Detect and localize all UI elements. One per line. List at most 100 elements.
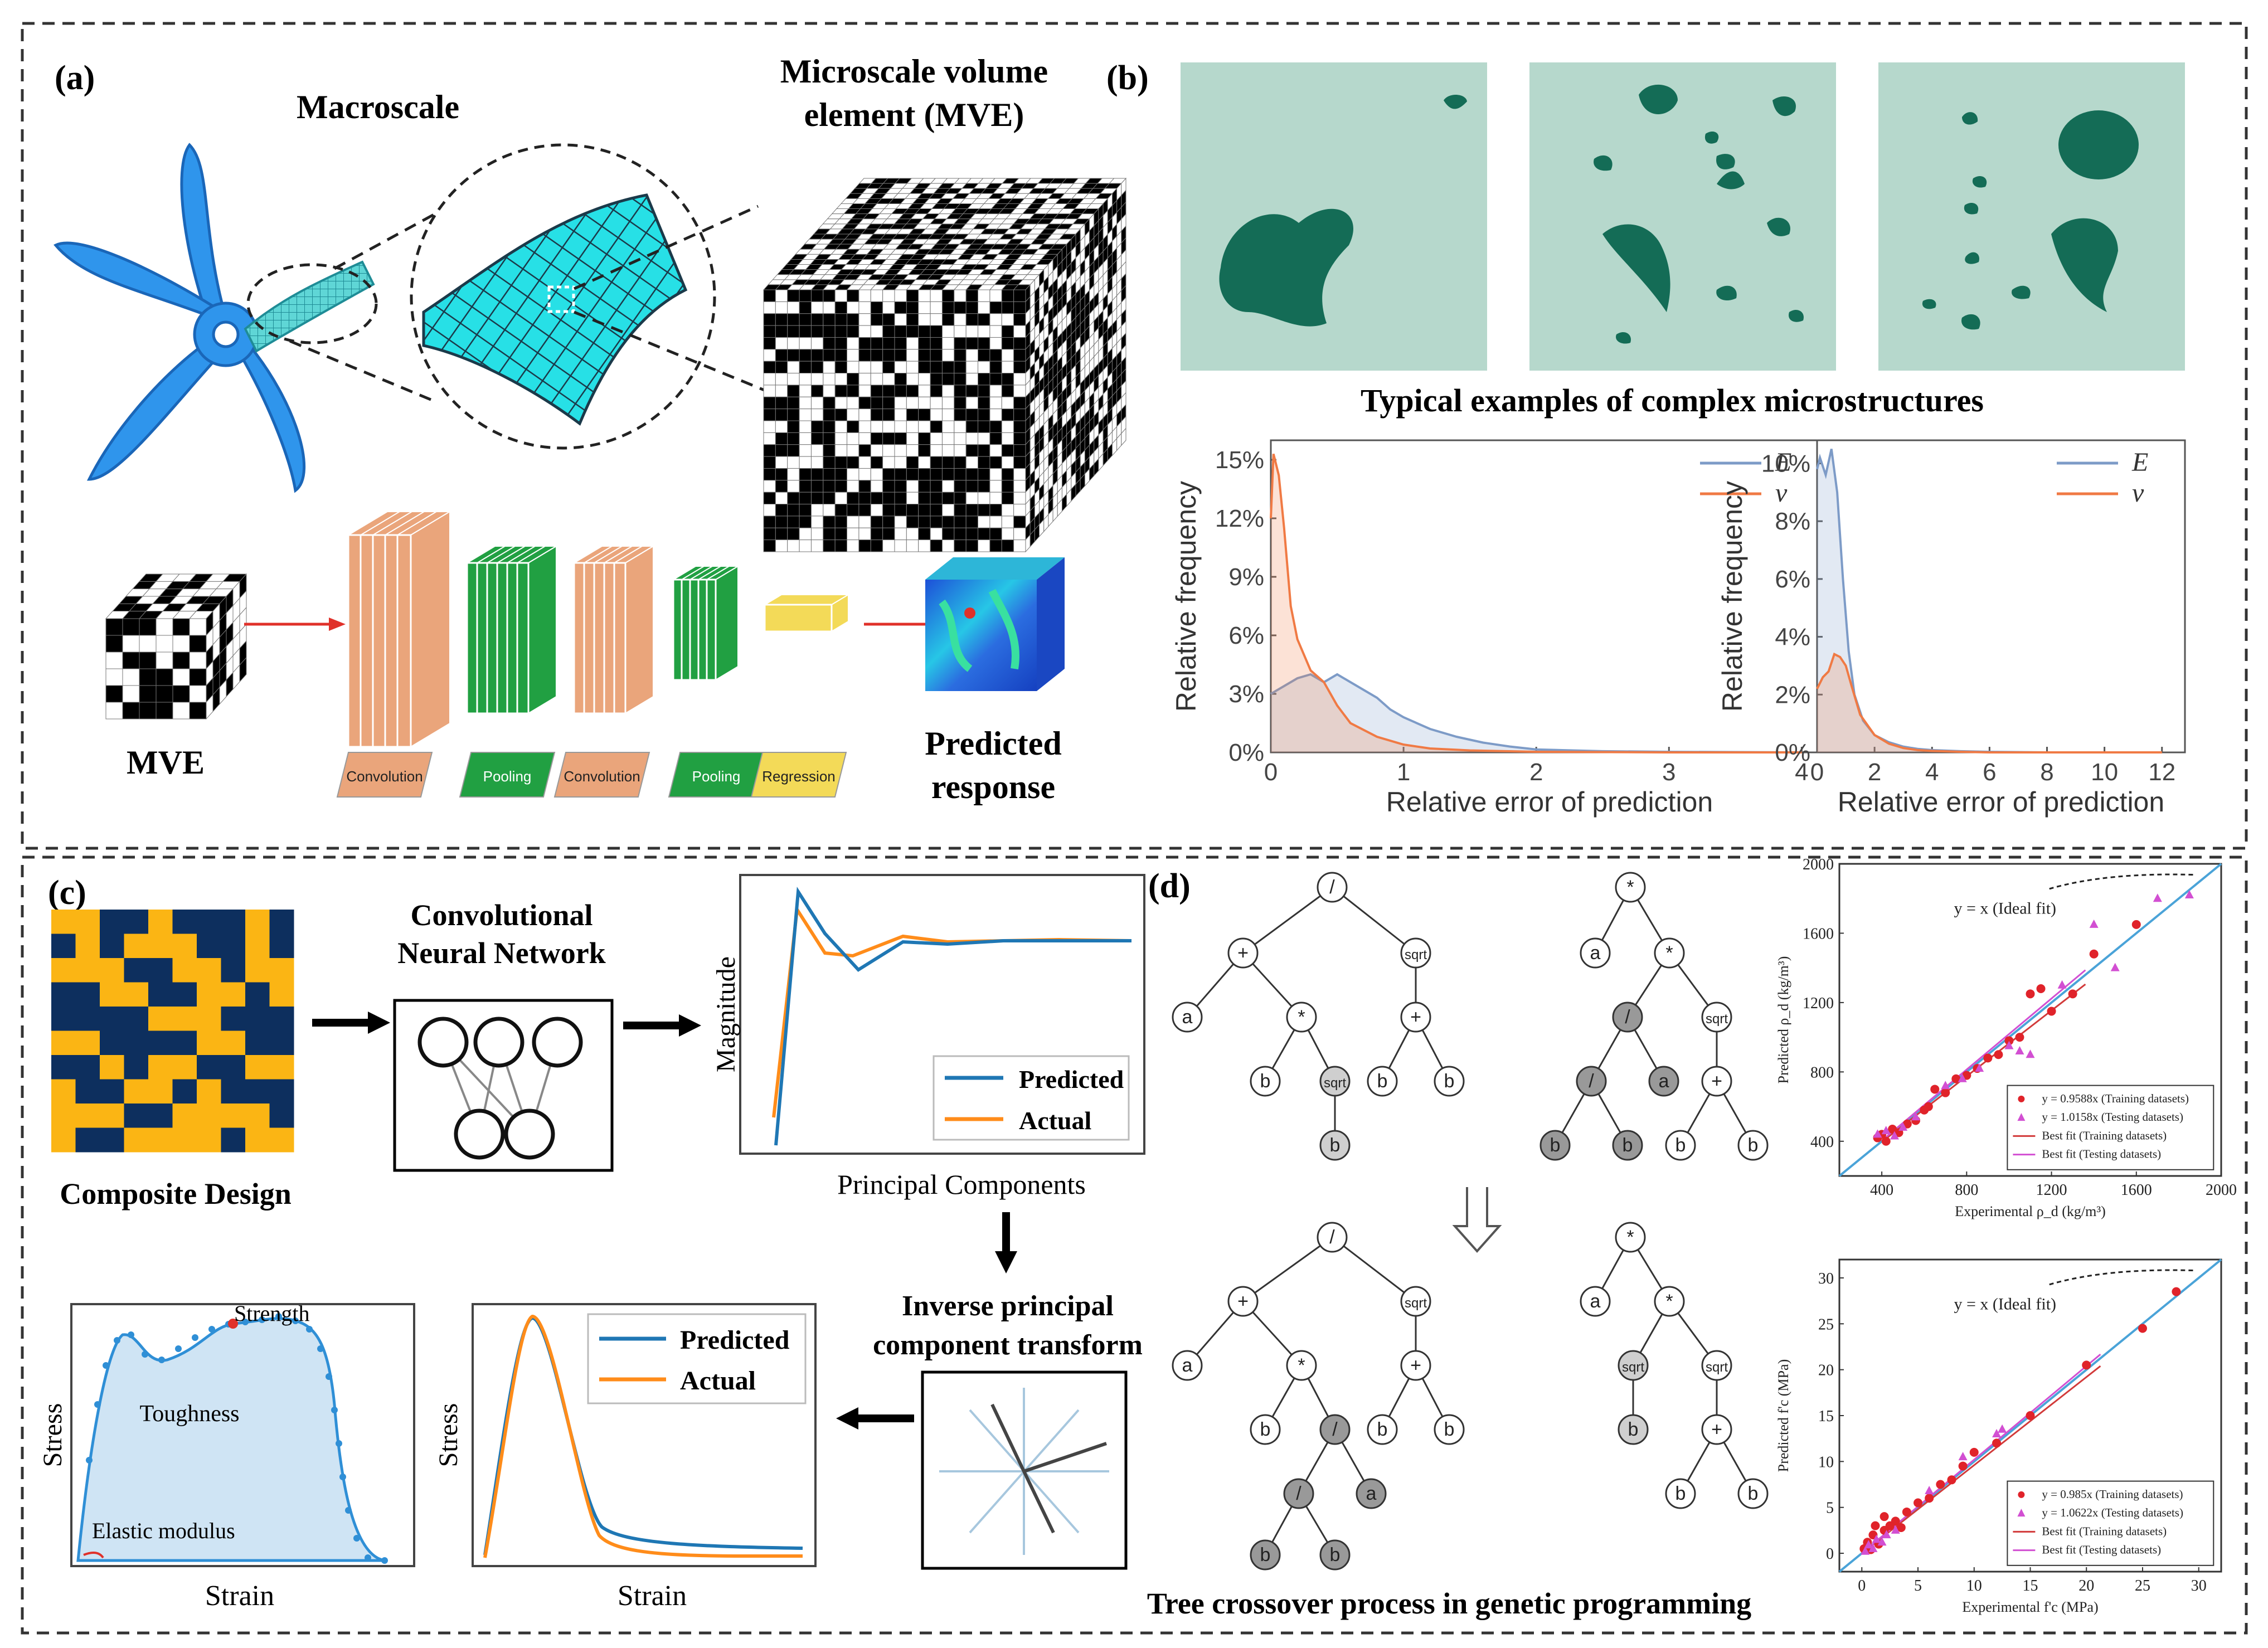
y-tick-label: 5	[1826, 1500, 1834, 1517]
tree-node	[1250, 1414, 1281, 1445]
tree-node	[1227, 1286, 1259, 1317]
x-tick-label: 4	[1925, 759, 1939, 786]
testing-point	[2089, 919, 2099, 928]
y-tick-label: 4%	[1775, 624, 1810, 651]
tree-node-label: sqrt	[1622, 1360, 1644, 1375]
mve-small-cube	[105, 573, 247, 720]
scatter-legend-entry: y = 0.9588x (Training datasets)	[2042, 1092, 2189, 1105]
tree-node-label: b	[1260, 1544, 1271, 1566]
training-point	[1958, 1461, 1968, 1471]
tree-node	[1580, 1286, 1611, 1317]
y-tick-label: 800	[1810, 1064, 1834, 1081]
ideal-fit-label: y = x (Ideal fit)	[1954, 1295, 2057, 1314]
training-point	[1941, 1088, 1950, 1097]
tree-node	[1701, 1350, 1732, 1381]
testing-point	[1881, 1126, 1891, 1135]
compare-xlabel: Strain	[618, 1580, 687, 1612]
y-tick-label: 1600	[1803, 925, 1834, 942]
testing-point	[2184, 890, 2194, 898]
compare-ylabel: Stress	[434, 1403, 463, 1467]
strength-label: Strength	[234, 1301, 310, 1326]
y-tick-label: 6%	[1228, 622, 1264, 649]
tree-node-label: +	[1237, 942, 1249, 964]
tree-node	[1648, 1066, 1679, 1097]
tree-node	[1612, 1002, 1643, 1033]
x-tick-label: 1	[1397, 759, 1410, 786]
tree-node-label: *	[1298, 1355, 1305, 1376]
tree-node-label: *	[1626, 877, 1634, 898]
elastic-label: Elastic modulus	[92, 1518, 235, 1543]
tree-node	[1286, 1002, 1317, 1033]
x-axis-label: Relative error of prediction	[1386, 786, 1713, 818]
x-tick-label: 12	[2148, 759, 2175, 786]
y-tick-label: 0	[1826, 1545, 1834, 1563]
microstructure-1	[1181, 62, 1487, 371]
tree-node-label: +	[1410, 1007, 1421, 1028]
scatter-legend-entry: y = 1.0158x (Testing datasets)	[2042, 1110, 2183, 1124]
tree-node-label: /	[1329, 877, 1335, 898]
tree-node-label: +	[1237, 1291, 1249, 1312]
scatter-legend-entry: Best fit (Training datasets)	[2042, 1129, 2167, 1142]
compare-legend-actual: Actual	[680, 1366, 756, 1396]
tree-node-label: b	[1675, 1483, 1686, 1504]
tree-node-label: *	[1665, 1291, 1673, 1312]
layer-label-box	[750, 752, 847, 798]
layer-label: Convolution	[346, 768, 422, 785]
tree-node-label: b	[1444, 1419, 1455, 1440]
x-axis-label: Experimental ρ_d (kg/m³)	[1955, 1203, 2106, 1219]
testing-point	[2015, 1046, 2024, 1054]
training-point	[2036, 984, 2046, 993]
compare-legend	[587, 1313, 807, 1404]
training-point	[1871, 1521, 1880, 1530]
panel-cd-frame	[21, 855, 2248, 1635]
tree-node-label: sqrt	[1405, 947, 1427, 962]
tree-node	[1434, 1066, 1465, 1097]
predicted-label-1: Predicted	[925, 725, 1061, 762]
x-tick-label: 10	[2091, 759, 2118, 786]
tree-node	[1227, 937, 1259, 969]
tree-node	[1367, 1066, 1398, 1097]
tree-node	[1701, 1414, 1732, 1445]
panel-b-caption: Typical examples of complex microstructu…	[1361, 382, 1984, 419]
layer-label-box	[336, 752, 433, 798]
legend-entry: E	[2131, 448, 2148, 477]
legend-entry: ν	[1775, 478, 1788, 508]
pc-legend-actual: Actual	[1019, 1106, 1091, 1135]
y-tick-label: 0%	[1775, 739, 1810, 766]
tree-node	[1172, 1002, 1203, 1033]
x-tick-label: 0	[1264, 759, 1278, 786]
tree-node	[1612, 1130, 1643, 1161]
y-tick-label: 9%	[1228, 563, 1264, 591]
y-tick-label: 3%	[1228, 680, 1264, 708]
scatter-legend-entry: Best fit (Testing datasets)	[2042, 1543, 2161, 1557]
training-point	[1891, 1516, 1900, 1526]
x-tick-label: 2	[1529, 759, 1543, 786]
y-axis-label: Relative frequency	[1717, 481, 1748, 712]
tree-node-label: b	[1444, 1071, 1455, 1092]
y-tick-label: 10%	[1761, 450, 1810, 477]
tree-node-label: /	[1332, 1419, 1338, 1440]
tree-node	[1319, 1066, 1351, 1097]
mve-title-line2: element (MVE)	[804, 96, 1024, 133]
testing-point	[1890, 1131, 1899, 1140]
mve-cube	[763, 177, 1127, 553]
testing-point	[1872, 1534, 1881, 1543]
strength-point	[228, 1319, 238, 1329]
testing-point	[1891, 1525, 1900, 1534]
series-line	[1270, 673, 1802, 753]
tree-node	[1317, 872, 1348, 903]
panel-b: (b)	[1106, 59, 2186, 818]
zoom-square	[547, 285, 575, 313]
testing-point	[2153, 893, 2162, 902]
scatter-legend-entry: y = 0.985x (Training datasets)	[2042, 1487, 2183, 1501]
tree-node-label: /	[1329, 1227, 1335, 1248]
training-point	[2068, 989, 2077, 999]
training-point	[2138, 1324, 2147, 1333]
y-axis-label: Relative frequency	[1171, 481, 1202, 712]
scatter-legend	[2007, 1085, 2214, 1170]
pc-legend	[933, 1055, 1130, 1141]
tree-node-label: sqrt	[1706, 1360, 1728, 1375]
